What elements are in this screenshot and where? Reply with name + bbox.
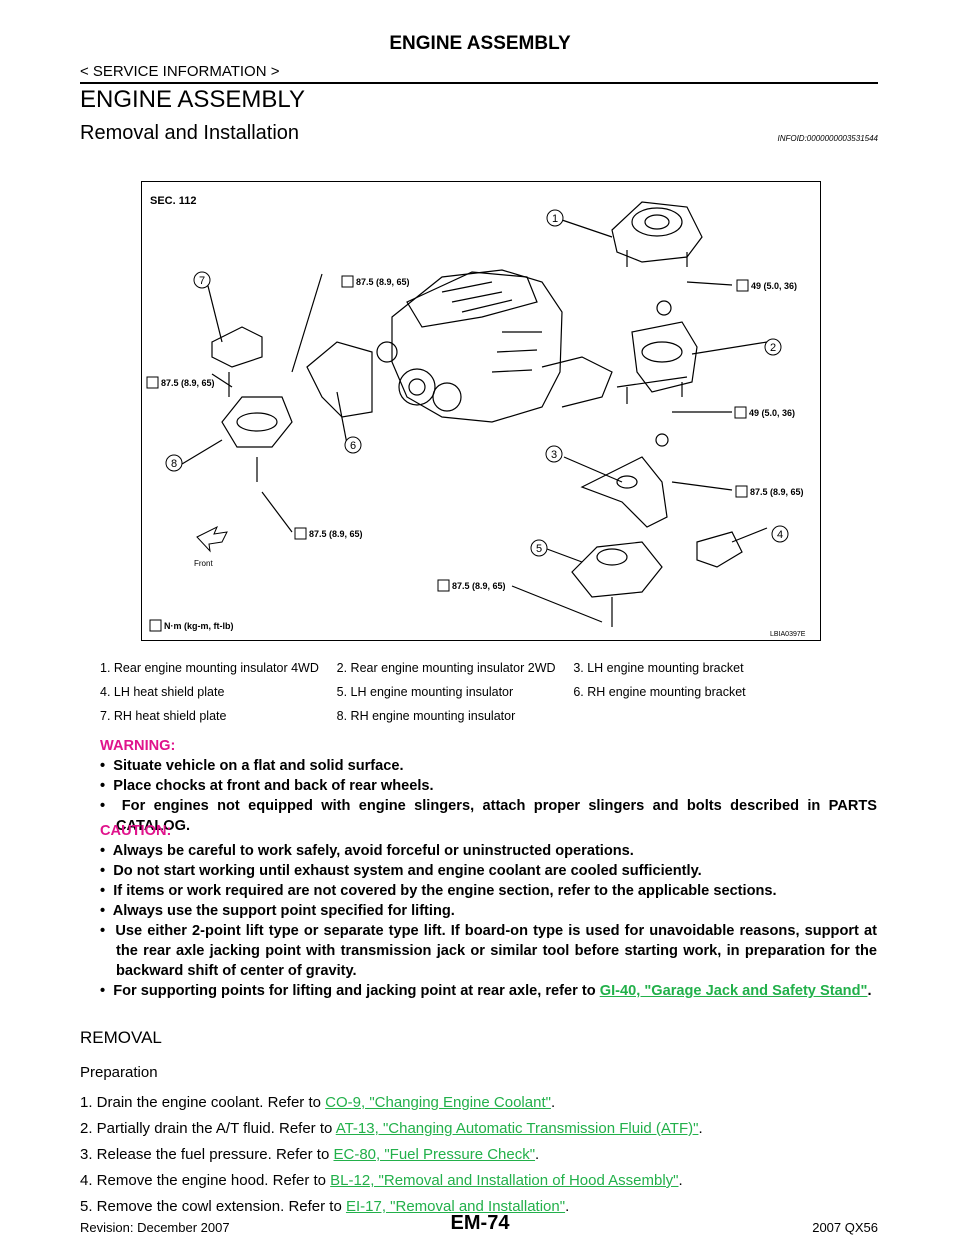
front-arrow-icon: [196, 525, 228, 553]
subsection-title: Removal and Installation: [80, 122, 300, 144]
step-item: 1. Drain the engine coolant. Refer to CO…: [80, 1094, 556, 1111]
step-item: 3. Release the fuel pressure. Refer to E…: [80, 1146, 540, 1163]
front-label: Front: [194, 559, 213, 568]
step-item: 5. Remove the cowl extension. Refer to E…: [80, 1198, 570, 1215]
lh-bracket: [580, 456, 668, 528]
svg-text:6: 6: [350, 440, 356, 452]
legend-item: 8. RH engine mounting insulator: [336, 709, 516, 723]
svg-text:3: 3: [551, 449, 557, 461]
svg-text:8: 8: [171, 458, 177, 470]
svg-text:2: 2: [770, 342, 776, 354]
torque-unit-label: N·m (kg-m, ft-lb): [164, 621, 234, 631]
callout-8: 8: [165, 454, 183, 472]
torque-label: 49 (5.0, 36): [751, 281, 797, 291]
warning-heading: WARNING:: [100, 738, 176, 754]
caution-item: • Always use the support point specified…: [100, 903, 455, 919]
warning-item: • Situate vehicle on a flat and solid su…: [100, 758, 404, 774]
callout-2: 2: [764, 338, 782, 356]
lh-shield: [696, 531, 743, 568]
legend-item: 1. Rear engine mounting insulator 4WD: [100, 661, 319, 675]
svg-text:1: 1: [552, 213, 558, 225]
step-item: 2. Partially drain the A/T fluid. Refer …: [80, 1120, 703, 1137]
step-link[interactable]: CO-9, "Changing Engine Coolant": [325, 1094, 551, 1111]
garage-jack-link[interactable]: GI-40, "Garage Jack and Safety Stand": [599, 983, 868, 999]
rh-shield: [211, 326, 263, 368]
engine-mount-diagram: 1 2 3 4 5 6 7 8 87.5 (8.9, 65) 49 (5.0, …: [141, 181, 821, 641]
caution-block: CAUTION: • Always be careful to work saf…: [100, 821, 877, 1001]
step-link[interactable]: BL-12, "Removal and Installation of Hood…: [330, 1172, 679, 1189]
legend-item: [573, 709, 810, 733]
legend-item: 5. LH engine mounting insulator: [336, 685, 514, 699]
section-code: SEC. 112: [150, 195, 196, 207]
info-id: INFOID:0000000003531544: [777, 134, 878, 143]
breadcrumb[interactable]: < SERVICE INFORMATION >: [80, 63, 280, 80]
callout-4: 4: [771, 525, 789, 543]
header-divider: [80, 82, 878, 84]
callout-3: 3: [545, 445, 563, 463]
warning-item: • For engines not equipped with engine s…: [100, 798, 878, 834]
callout-1: 1: [546, 209, 564, 227]
callout-7: 7: [193, 271, 211, 289]
svg-text:7: 7: [199, 275, 205, 287]
preparation-steps: 1. Drain the engine coolant. Refer to CO…: [80, 1094, 703, 1224]
torque-label: 87.5 (8.9, 65): [356, 277, 410, 287]
diagram-svg: 1 2 3 4 5 6 7 8 87.5 (8.9, 65) 49 (5.0, …: [146, 195, 806, 638]
preparation-heading: Preparation: [80, 1064, 158, 1081]
legend-item: 2. Rear engine mounting insulator 2WD: [336, 661, 556, 675]
svg-text:4: 4: [777, 529, 783, 541]
page-header-title: ENGINE ASSEMBLY: [389, 33, 571, 54]
svg-text:5: 5: [536, 543, 542, 555]
step-link[interactable]: AT-13, "Changing Automatic Transmission …: [335, 1120, 699, 1137]
legend-item: 7. RH heat shield plate: [100, 709, 227, 723]
torque-label: 87.5 (8.9, 65): [452, 581, 506, 591]
caution-item: • For supporting points for lifting and …: [100, 983, 872, 999]
figure-code: LBIA0397E: [770, 631, 806, 638]
footer-model: 2007 QX56: [812, 1220, 878, 1235]
legend-item: 3. LH engine mounting bracket: [573, 661, 744, 675]
caution-heading: CAUTION:: [100, 823, 172, 839]
step-link[interactable]: EI-17, "Removal and Installation": [345, 1198, 566, 1215]
caution-item: • Always be careful to work safely, avoi…: [100, 843, 634, 859]
footer-page-number: EM-74: [450, 1212, 510, 1234]
warning-item: • Place chocks at front and back of rear…: [100, 778, 434, 794]
caution-item: • Do not start working until exhaust sys…: [100, 863, 702, 879]
callout-5: 5: [530, 539, 548, 557]
removal-heading: REMOVAL: [80, 1028, 162, 1047]
torque-label: 49 (5.0, 36): [749, 408, 795, 418]
torque-label: 87.5 (8.9, 65): [750, 487, 804, 497]
caution-item: • If items or work required are not cove…: [100, 883, 777, 899]
caution-item: • Use either 2-point lift type or separa…: [100, 923, 877, 979]
rh-insulator: [221, 372, 293, 482]
callout-6: 6: [344, 436, 362, 454]
legend-item: 4. LH heat shield plate: [100, 685, 225, 699]
footer-revision: Revision: December 2007: [80, 1220, 230, 1235]
warning-block: WARNING: • Situate vehicle on a flat and…: [100, 736, 877, 836]
torque-label: 87.5 (8.9, 65): [309, 529, 363, 539]
rh-bracket: [306, 341, 373, 418]
parts-legend: 1. Rear engine mounting insulator 4WD 2.…: [100, 661, 810, 733]
insulator-2wd: [616, 321, 698, 447]
engine-illustration: [376, 269, 613, 423]
torque-label: 87.5 (8.9, 65): [161, 378, 215, 388]
insulator-4wd: [611, 201, 703, 316]
step-item: 4. Remove the engine hood. Refer to BL-1…: [80, 1172, 683, 1189]
step-link[interactable]: EC-80, "Fuel Pressure Check": [333, 1146, 536, 1163]
legend-item: 6. RH engine mounting bracket: [573, 685, 746, 699]
section-title: ENGINE ASSEMBLY: [80, 86, 305, 113]
lh-insulator: [571, 541, 663, 627]
